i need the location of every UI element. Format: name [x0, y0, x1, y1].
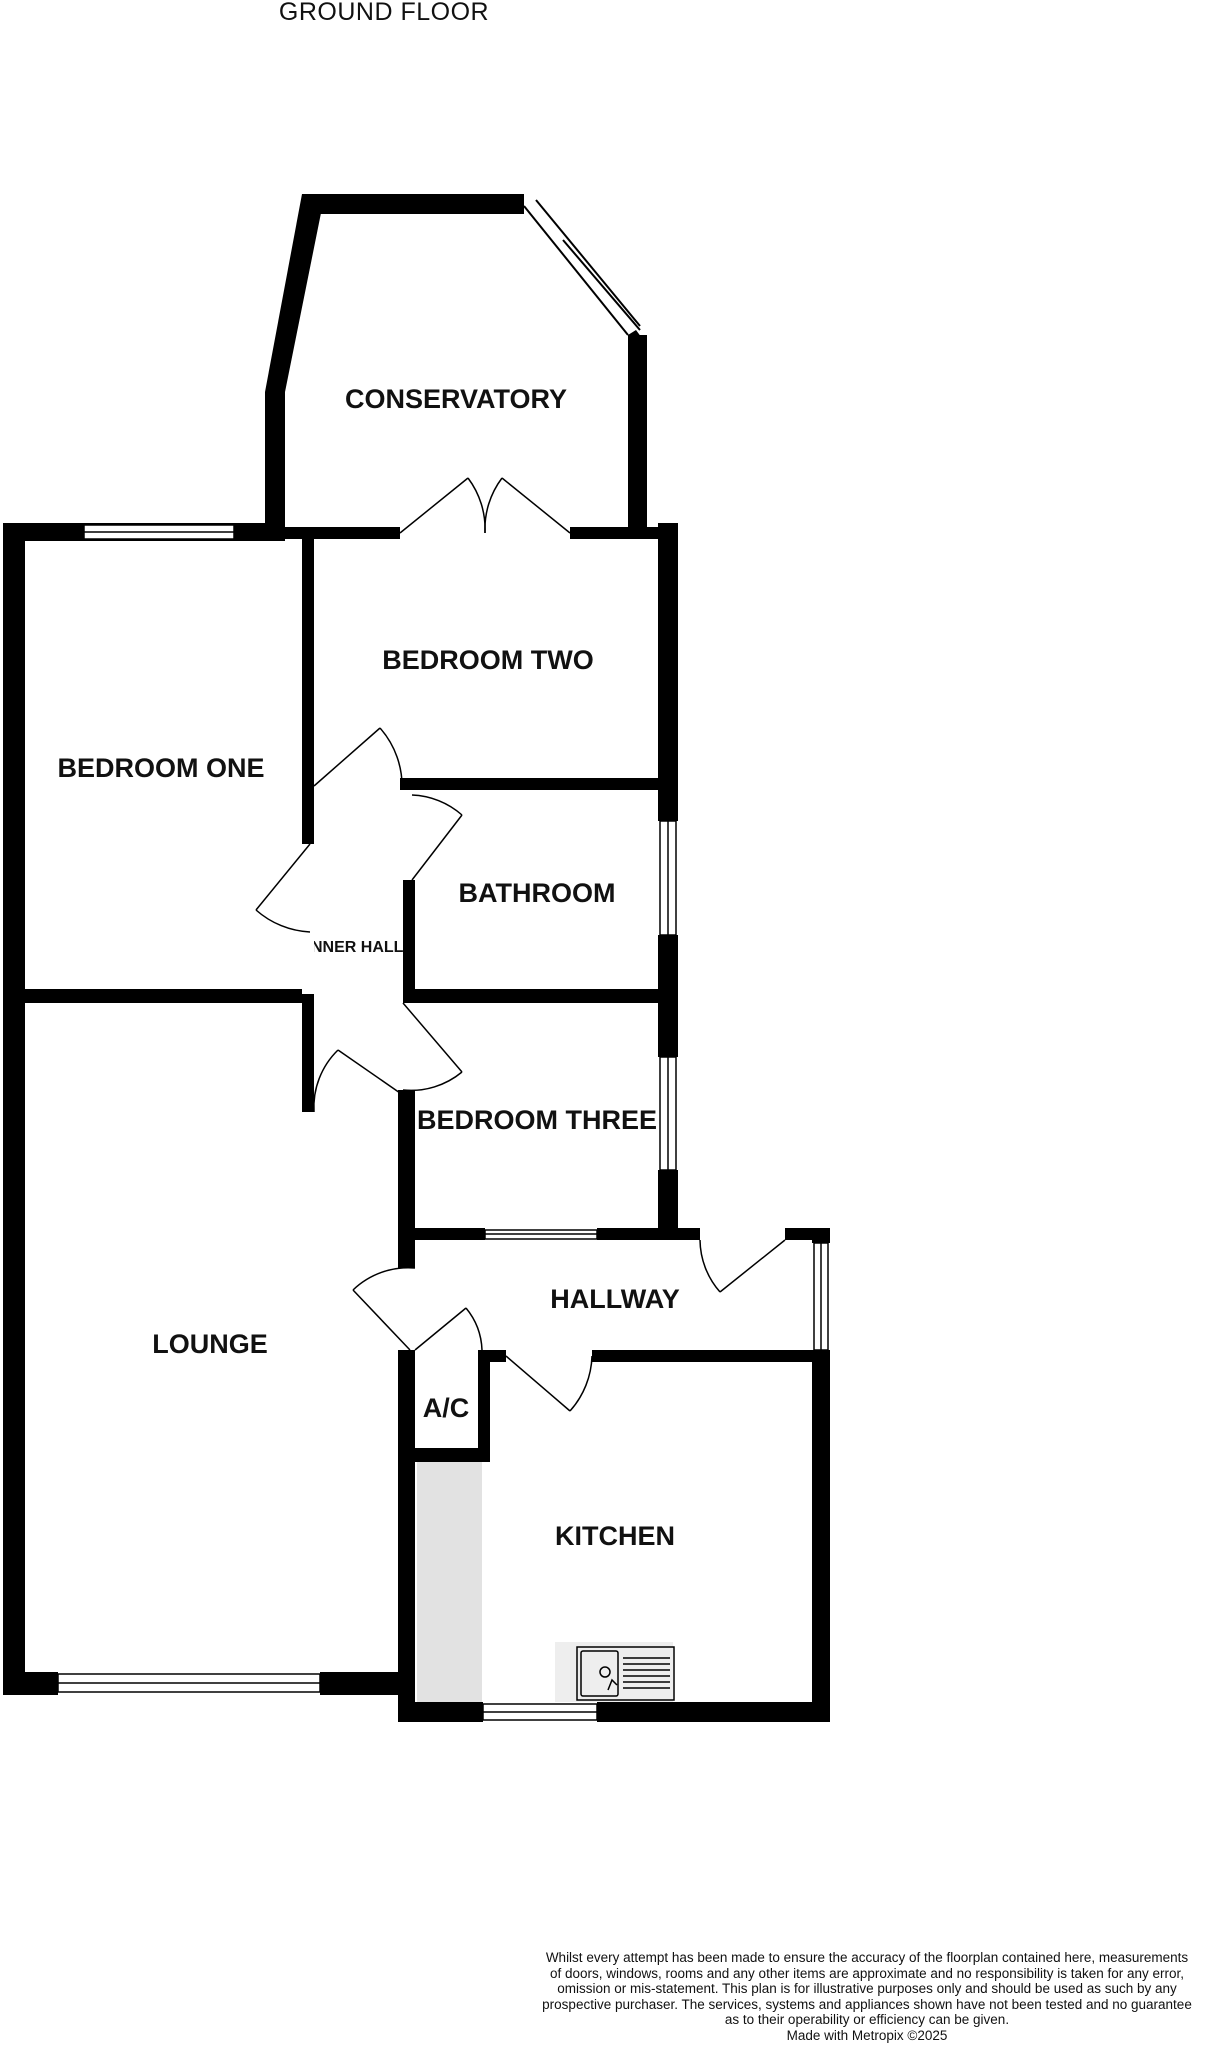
- disclaimer-line: omission or mis-statement. This plan is …: [557, 1981, 1177, 1997]
- room-label-bathroom: BATHROOM: [459, 878, 616, 908]
- kitchen-sink: [576, 1646, 675, 1701]
- disclaimer-credit: Made with Metropix ©2025: [786, 2027, 948, 2043]
- doors: [255, 477, 786, 1412]
- disclaimer: Whilst every attempt has been made to en…: [512, 1950, 1222, 2044]
- disclaimer-line: prospective purchaser. The services, sys…: [542, 1996, 1192, 2012]
- kitchen-worktop: [417, 1462, 673, 1702]
- room-label-kitchen: KITCHEN: [555, 1521, 675, 1551]
- windows: [57, 524, 829, 1721]
- disclaimer-line: of doors, windows, rooms and any other i…: [549, 1965, 1185, 1981]
- disclaimer-line: Whilst every attempt has been made to en…: [545, 1950, 1189, 1965]
- room-label-bedroom-two: BEDROOM TWO: [382, 645, 593, 675]
- room-label-hallway: HALLWAY: [550, 1284, 680, 1314]
- room-label-lounge: LOUNGE: [152, 1329, 268, 1359]
- disclaimer-line: as to their operability or efficiency ca…: [724, 2012, 1010, 2028]
- floor-title: GROUND FLOOR: [278, 0, 490, 26]
- room-label-conservatory: CONSERVATORY: [345, 384, 567, 414]
- room-label-inner-hall: INNER HALL: [307, 939, 404, 956]
- conservatory-sliding-door: [523, 199, 641, 336]
- walls: [3, 194, 830, 1722]
- room-labels: CONSERVATORY BEDROOM TWO BEDROOM ONE BAT…: [57, 384, 679, 1551]
- room-label-bedroom-three: BEDROOM THREE: [417, 1105, 657, 1135]
- room-label-bedroom-one: BEDROOM ONE: [57, 753, 264, 783]
- room-label-ac: A/C: [423, 1393, 470, 1423]
